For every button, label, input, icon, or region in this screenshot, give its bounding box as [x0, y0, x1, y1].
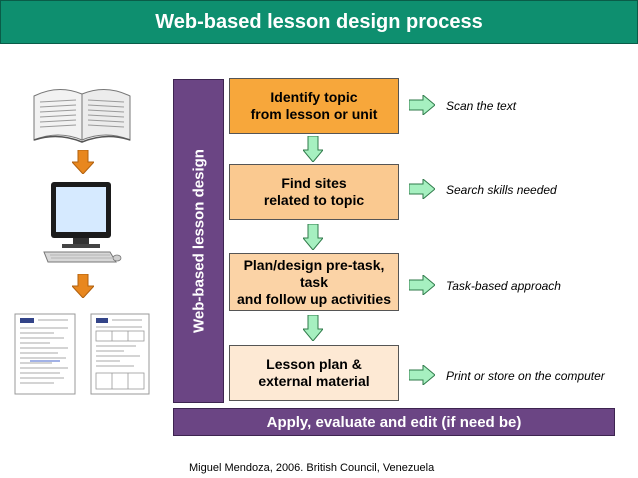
down-arrow-icon: [303, 136, 323, 162]
right-arrow-icon: [409, 275, 435, 295]
credit-line: Miguel Mendoza, 2006. British Council, V…: [189, 462, 435, 474]
step-note: Search skills needed: [446, 183, 557, 197]
title-banner: Web-based lesson design process: [0, 0, 638, 44]
step-note: Scan the text: [446, 99, 517, 113]
step-note: Task-based approach: [446, 279, 561, 293]
apply-evaluate-label: Apply, evaluate and edit (if need be): [266, 413, 522, 431]
document-icon: [14, 313, 76, 395]
down-arrow-icon: [303, 224, 323, 250]
step-label: Find sites related to topic: [263, 175, 365, 208]
step-note: Print or store on the computer: [446, 369, 605, 383]
step-identify-topic: Identify topic from lesson or unit: [229, 78, 399, 134]
apply-evaluate-bar: Apply, evaluate and edit (if need be): [173, 408, 615, 436]
step-label: Identify topic from lesson or unit: [250, 89, 378, 122]
right-arrow-icon: [409, 365, 435, 385]
step-label: Lesson plan & external material: [258, 356, 370, 389]
step-find-sites: Find sites related to topic: [229, 164, 399, 220]
down-arrow-icon: [303, 315, 323, 341]
document-icon: [90, 313, 150, 395]
page-title: Web-based lesson design process: [155, 10, 483, 33]
down-arrow-icon: [72, 274, 94, 298]
step-plan-design: Plan/design pre-task, task and follow up…: [229, 253, 399, 311]
down-arrow-icon: [72, 150, 94, 174]
right-arrow-icon: [409, 95, 435, 115]
book-icon: [33, 89, 131, 143]
right-arrow-icon: [409, 179, 435, 199]
sidebar-label-bar: Web-based lesson design: [173, 79, 224, 403]
computer-icon: [43, 182, 122, 263]
step-label: Plan/design pre-task, task and follow up…: [236, 256, 392, 307]
step-lesson-plan: Lesson plan & external material: [229, 345, 399, 401]
sidebar-label: Web-based lesson design: [190, 149, 207, 333]
